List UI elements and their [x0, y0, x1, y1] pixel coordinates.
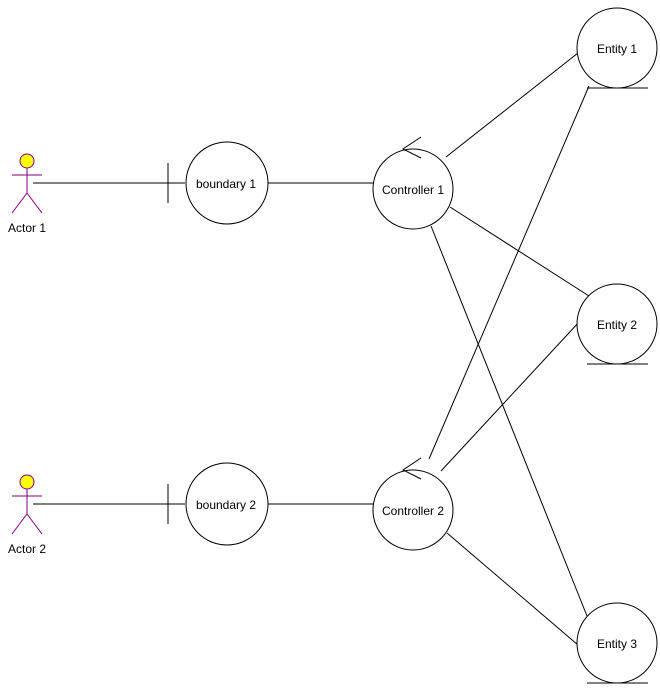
actor-head: [19, 153, 35, 169]
entity-1[interactable]: Entity 1: [576, 7, 658, 89]
boundary-circle: [185, 462, 269, 546]
boundary-label: boundary 1: [196, 177, 256, 191]
connection-controller-1-entity-3[interactable]: [430, 225, 588, 617]
actor-head: [19, 474, 35, 490]
actor-label: Actor 1: [8, 221, 46, 235]
controller-circle: [372, 469, 454, 551]
actor-2[interactable]: Actor 2: [8, 474, 46, 556]
controller-1[interactable]: Controller 1: [372, 136, 454, 230]
controller-arrow: [402, 457, 422, 480]
connection-controller-1-entity-2[interactable]: [449, 206, 590, 297]
actor-label: Actor 2: [8, 542, 46, 556]
connection-controller-1-entity-1[interactable]: [445, 52, 579, 158]
boundary-1[interactable]: boundary 1: [167, 141, 269, 225]
boundary-label: boundary 2: [196, 498, 256, 512]
entity-2[interactable]: Entity 2: [576, 283, 658, 365]
controller-label: Controller 2: [382, 504, 444, 518]
controller-circle: [372, 148, 454, 230]
entity-label: Entity 2: [597, 318, 637, 332]
connection-controller-2-entity-1[interactable]: [428, 85, 590, 460]
controller-2[interactable]: Controller 2: [372, 457, 454, 551]
entity-3[interactable]: Entity 3: [576, 602, 658, 684]
actor-body: [11, 489, 43, 535]
boundary-circle: [185, 141, 269, 225]
controller-label: Controller 1: [382, 183, 444, 197]
actor-body: [11, 168, 43, 214]
connection-controller-2-entity-2[interactable]: [440, 320, 581, 472]
controller-arrow: [402, 136, 422, 159]
boundary-2[interactable]: boundary 2: [167, 462, 269, 546]
connection-controller-2-entity-3[interactable]: [446, 532, 579, 646]
actor-1[interactable]: Actor 1: [8, 153, 46, 235]
entity-label: Entity 3: [597, 637, 637, 651]
entity-label: Entity 1: [597, 42, 637, 56]
connections: [33, 52, 590, 646]
